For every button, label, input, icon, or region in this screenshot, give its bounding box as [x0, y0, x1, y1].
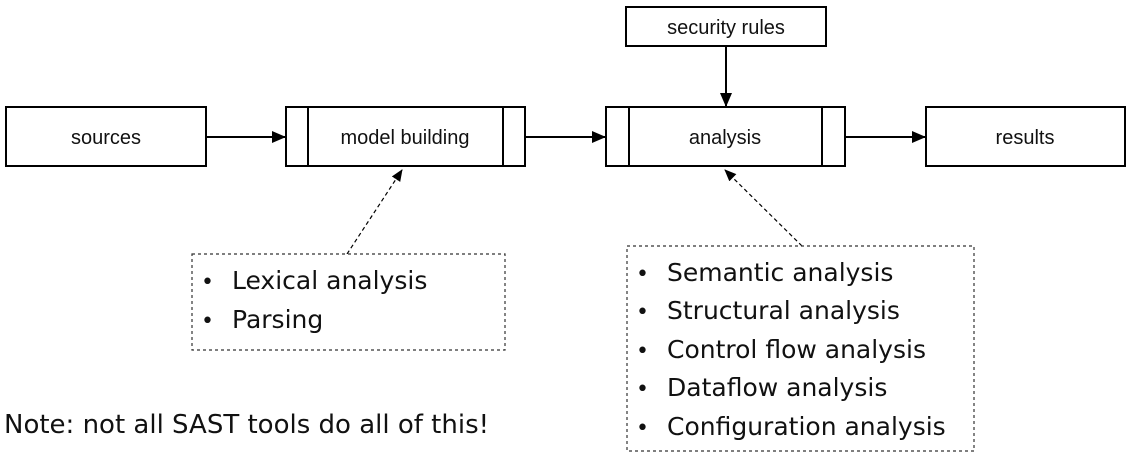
analysis-step-item: • Structural analysis: [636, 296, 900, 325]
bullet-icon: •: [201, 270, 214, 295]
bullet-icon: •: [636, 339, 649, 364]
analysis-step-label: Control flow analysis: [667, 335, 926, 364]
analysis-step-item: • Dataflow analysis: [636, 373, 887, 402]
analysis-step-label: Configuration analysis: [667, 412, 946, 441]
model-building-step-item: • Parsing: [201, 305, 323, 334]
dashed-arrow-to-analysis: [724, 169, 803, 247]
security-rules-node: security rules: [625, 6, 827, 47]
analysis-node: analysis: [605, 106, 846, 167]
bullet-icon: •: [636, 377, 649, 402]
bullet-icon: •: [636, 416, 649, 441]
analysis-step-label: Semantic analysis: [667, 258, 893, 287]
analysis-step-item: • Semantic analysis: [636, 258, 893, 287]
analysis-step-item: • Control flow analysis: [636, 335, 926, 364]
footnote: Note: not all SAST tools do all of this!: [4, 410, 490, 440]
model-building-steps-box: • Lexical analysis • Parsing: [191, 253, 506, 351]
analysis-step-item: • Configuration analysis: [636, 412, 946, 441]
analysis-steps-box: • Semantic analysis • Structural analysi…: [626, 245, 975, 452]
bullet-icon: •: [636, 300, 649, 325]
sources-label: sources: [71, 127, 141, 149]
bullet-icon: •: [636, 262, 649, 287]
model-building-step-label: Lexical analysis: [232, 266, 427, 295]
model-building-step-label: Parsing: [232, 305, 323, 334]
analysis-label: analysis: [689, 127, 761, 149]
model-building-label: model building: [341, 127, 470, 149]
model-building-step-item: • Lexical analysis: [201, 266, 427, 295]
model-building-node: model building: [285, 106, 526, 167]
sources-node: sources: [5, 106, 207, 167]
analysis-step-label: Structural analysis: [667, 296, 900, 325]
analysis-step-label: Dataflow analysis: [667, 373, 887, 402]
results-label: results: [996, 127, 1055, 149]
results-node: results: [925, 106, 1126, 167]
bullet-icon: •: [201, 309, 214, 334]
security-rules-label: security rules: [667, 17, 785, 39]
dashed-arrow-to-model-building: [346, 169, 403, 255]
